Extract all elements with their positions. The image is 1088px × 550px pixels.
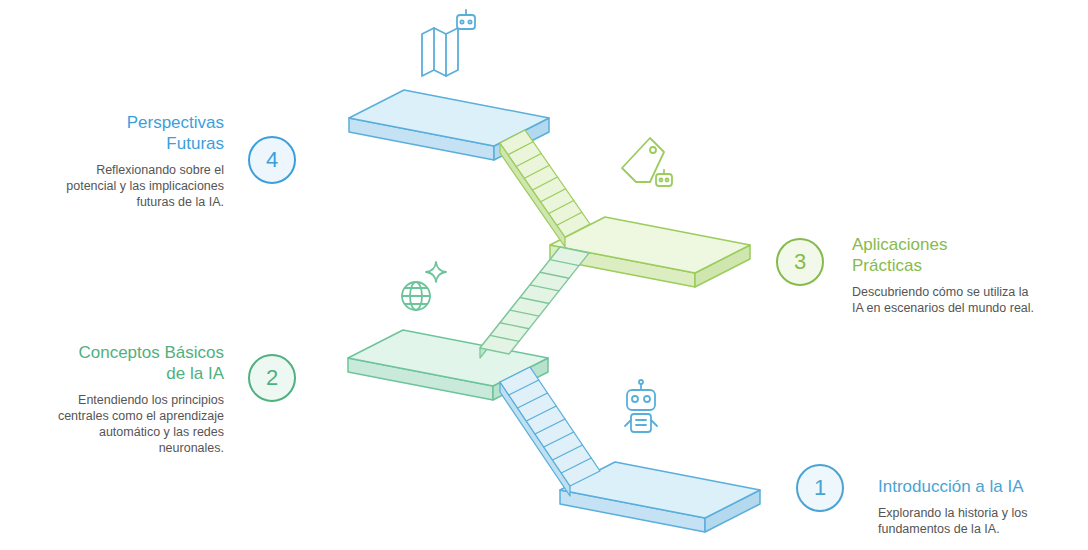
step-description: Reflexionando sobre el potencial y las i… [54, 162, 224, 210]
stair-steps [490, 260, 579, 342]
map-fold [433, 28, 435, 70]
callout-number: 4 [266, 148, 278, 172]
robot-body [631, 414, 651, 432]
step-description: Entendiendo los principios centrales com… [44, 392, 224, 456]
robot-eye [644, 396, 650, 402]
robot-eye [660, 179, 663, 182]
stairs-band [500, 367, 600, 486]
stair-steps [509, 380, 592, 473]
stairs-band [480, 247, 589, 354]
robot-arm [625, 420, 631, 426]
callout-number: 2 [266, 366, 278, 390]
robot-head [457, 15, 475, 29]
robot-panel [636, 419, 646, 421]
step-heading: Introducción a la IA [878, 476, 1078, 497]
sparkle [426, 262, 446, 282]
step-heading: Aplicaciones Prácticas [852, 234, 977, 276]
robot-eye [460, 20, 463, 23]
robot-eye [468, 20, 471, 23]
robot-eye [666, 179, 669, 182]
callout-number: 3 [794, 250, 806, 274]
robot-panel [636, 424, 646, 426]
robot-head [656, 174, 672, 186]
folded-map [422, 28, 458, 76]
globe-icon [402, 262, 446, 310]
stairs-band [500, 130, 590, 237]
tag-icon [622, 138, 672, 186]
step-heading: Perspectivas Futuras [99, 112, 224, 154]
callout-number: 1 [814, 476, 826, 500]
stairs [500, 130, 590, 247]
numbered-circle: 3Aplicaciones PrácticasDescubriendo cómo… [776, 238, 824, 286]
globe [402, 282, 430, 310]
robot-eye [632, 396, 638, 402]
robot-icon [625, 380, 657, 432]
robot-arm [651, 420, 657, 426]
robot-antenna-tip [639, 380, 643, 384]
stairs [500, 367, 600, 496]
numbered-circle: 4Perspectivas FuturasReflexionando sobre… [248, 136, 296, 184]
stairs [480, 247, 589, 358]
robot-head [627, 390, 655, 410]
stair-steps [508, 142, 582, 226]
globe-equator [402, 295, 430, 297]
step-heading: Conceptos Básicos de la IA [64, 342, 224, 384]
map-fold [445, 34, 447, 76]
tag-hole [650, 147, 656, 153]
numbered-circle: 2Conceptos Básicos de la IAEntendiendo l… [248, 354, 296, 402]
step-description: Descubriendo cómo se utiliza la IA en es… [852, 284, 1037, 316]
numbered-circle: 1Introducción a la IAExplorando la histo… [796, 464, 844, 512]
step-description: Explorando la historia y los fundamentos… [878, 505, 1063, 537]
globe-latitude [405, 288, 427, 304]
map-icon [422, 10, 475, 76]
